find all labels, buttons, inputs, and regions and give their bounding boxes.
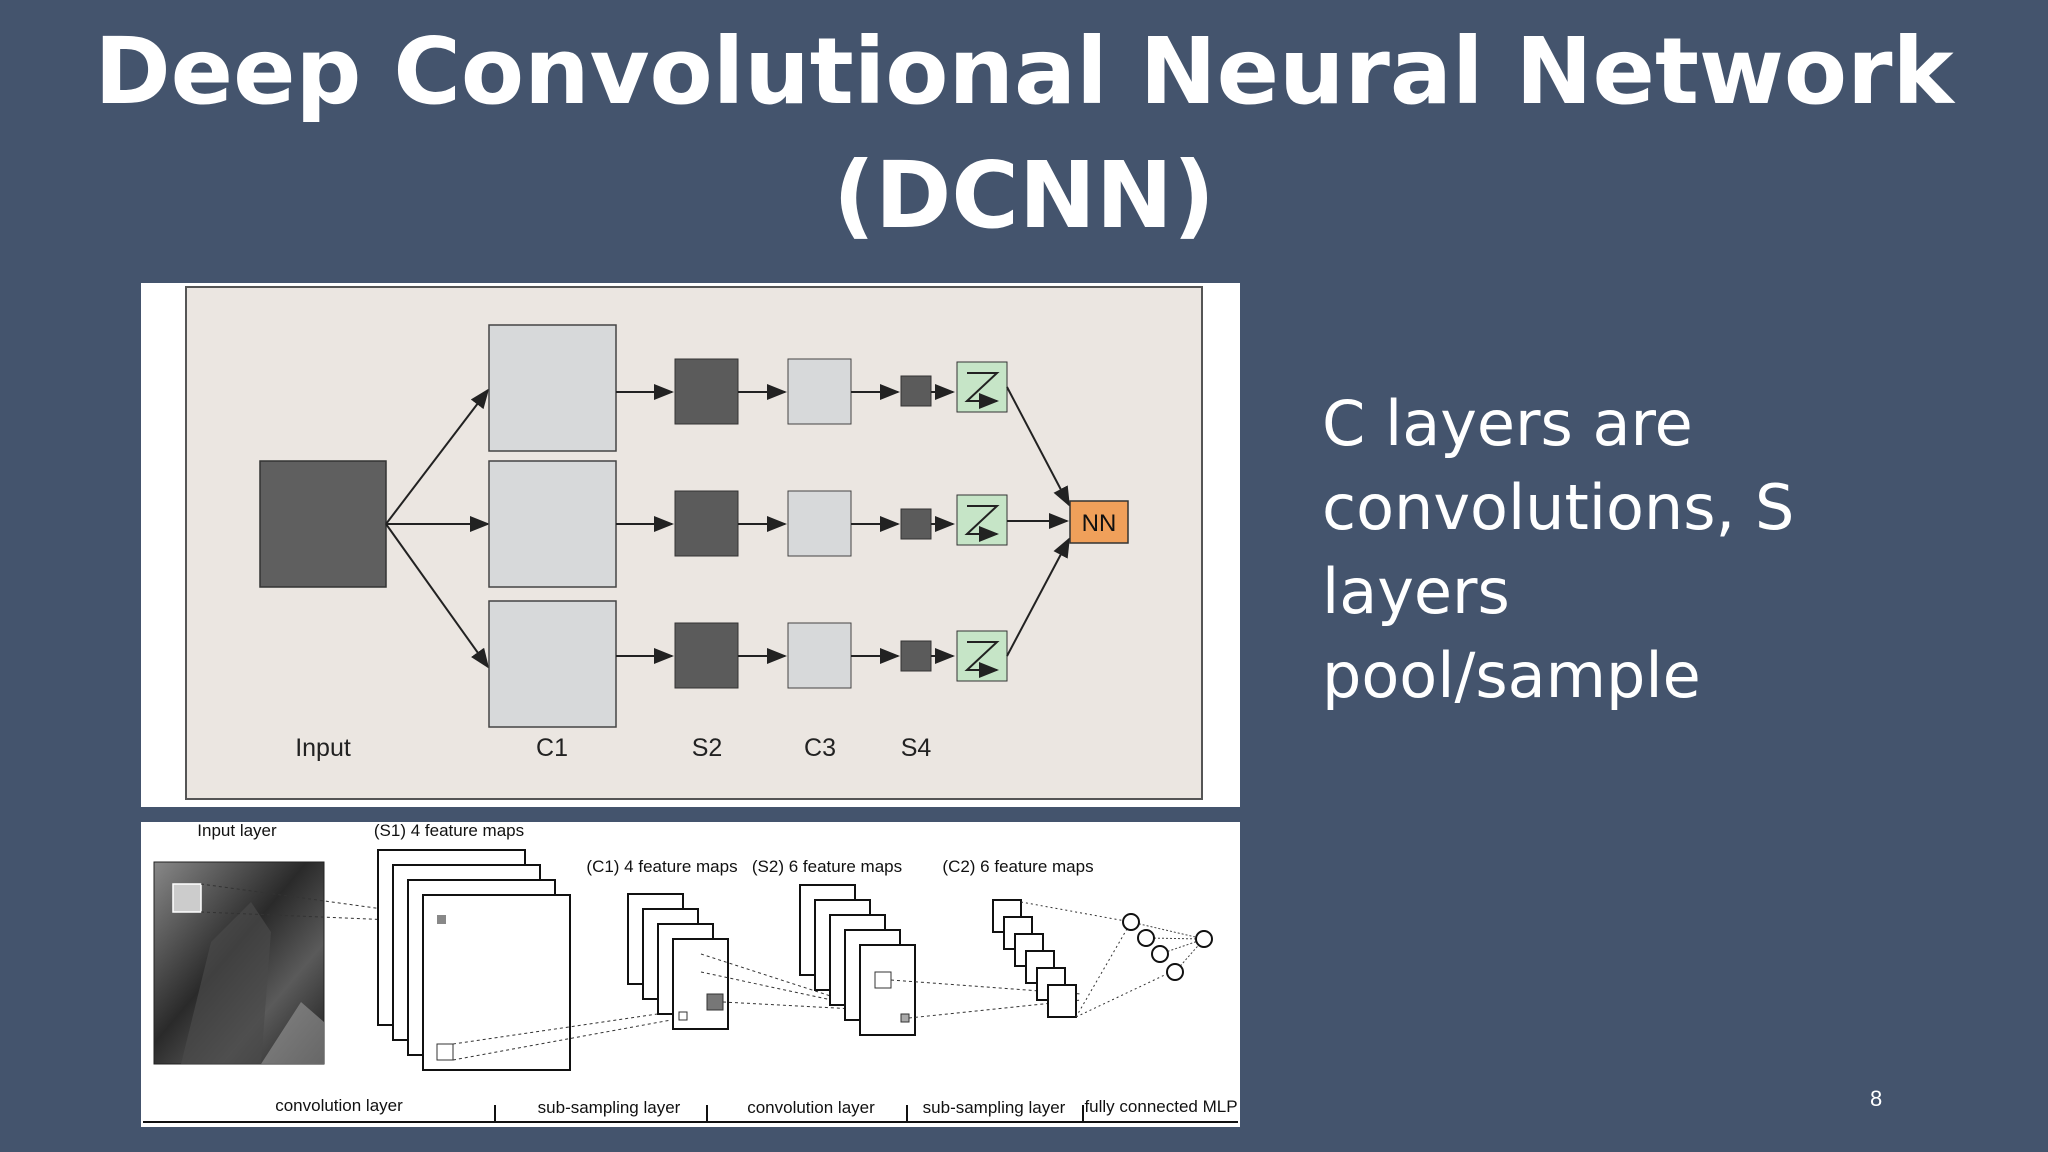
input-layer-label: Input layer bbox=[197, 822, 277, 840]
row-2 bbox=[616, 490, 1008, 557]
s1-label: (S1) 4 feature maps bbox=[374, 822, 524, 840]
c3-map-3 bbox=[787, 622, 852, 689]
bullet-line-1: C layers are bbox=[1322, 387, 1693, 460]
convolution-layer-label-1: convolution layer bbox=[275, 1096, 403, 1115]
page-number: 8 bbox=[1870, 1086, 1883, 1111]
s2-map-2 bbox=[674, 490, 739, 557]
fully-connected-mlp-label: fully connected MLP bbox=[1084, 1097, 1237, 1116]
c3-map-1 bbox=[787, 358, 852, 425]
c1-map-3 bbox=[488, 600, 617, 728]
s1-map-front bbox=[422, 894, 571, 1071]
cnn-architecture-diagram: NN Input C1 S2 C3 S4 bbox=[141, 283, 1240, 807]
s2-map-1 bbox=[674, 358, 739, 425]
convolution-layer-label-2: convolution layer bbox=[747, 1098, 875, 1117]
nn-label: NN bbox=[1082, 510, 1117, 537]
mlp-neuron bbox=[1122, 913, 1140, 931]
c3-map-2 bbox=[787, 490, 852, 557]
c1-map-1 bbox=[488, 324, 617, 452]
receptive-field bbox=[172, 883, 202, 913]
bullet-line-3: layers bbox=[1322, 555, 1510, 628]
cnn-architecture-svg: NN Input C1 S2 C3 S4 bbox=[185, 286, 1203, 800]
c2-maps-label: (C2) 6 feature maps bbox=[942, 857, 1093, 876]
input-box bbox=[259, 460, 387, 588]
s4-map-1 bbox=[900, 375, 932, 407]
slide-title: Deep Convolutional Neural Network (DCNN) bbox=[0, 10, 2048, 258]
s2-label: S2 bbox=[692, 734, 723, 762]
bullet-line-2: convolutions, S bbox=[1322, 471, 1795, 544]
bullet-text: C layers are convolutions, S layers pool… bbox=[1322, 382, 1882, 718]
lenet-style-diagram: Input layer (S1) 4 feature maps (C1) 4 f… bbox=[141, 821, 1240, 1127]
s2-map-3 bbox=[674, 622, 739, 689]
sub-sampling-layer-label-2: sub-sampling layer bbox=[923, 1098, 1066, 1117]
c3-label: C3 bbox=[804, 734, 836, 762]
s4-map-3 bbox=[900, 640, 932, 672]
title-line-1: Deep Convolutional Neural Network bbox=[94, 18, 1954, 125]
c1-maps-label: (C1) 4 feature maps bbox=[586, 857, 737, 876]
mlp-neuron bbox=[1137, 929, 1155, 947]
lenet-style-svg: Input layer (S1) 4 feature maps (C1) 4 f… bbox=[143, 821, 1238, 1123]
row-1 bbox=[616, 358, 1008, 425]
title-line-2: (DCNN) bbox=[833, 142, 1215, 249]
c1-map-2 bbox=[488, 460, 617, 588]
mlp-neuron bbox=[1166, 963, 1184, 981]
bullet-line-4: pool/sample bbox=[1322, 639, 1701, 712]
s2-maps-label: (S2) 6 feature maps bbox=[752, 857, 902, 876]
mlp-output-neuron bbox=[1195, 930, 1213, 948]
row-3 bbox=[616, 622, 1008, 689]
sub-sampling-layer-label-1: sub-sampling layer bbox=[538, 1098, 681, 1117]
input-label: Input bbox=[295, 734, 351, 762]
c1-label: C1 bbox=[536, 734, 568, 762]
s4-label: S4 bbox=[901, 734, 932, 762]
s4-map-2 bbox=[900, 508, 932, 540]
nn-box bbox=[1069, 500, 1129, 544]
c2-map-front bbox=[1047, 984, 1077, 1018]
mlp-neuron bbox=[1151, 945, 1169, 963]
